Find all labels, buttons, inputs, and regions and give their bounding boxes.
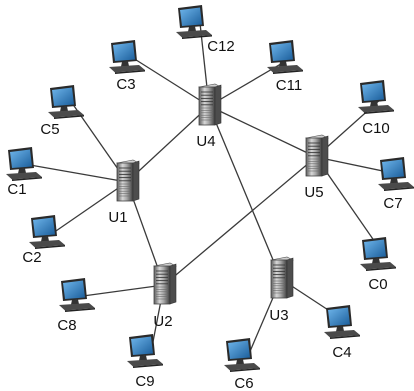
link-c8-u2	[82, 284, 165, 297]
client-label-c4: C4	[332, 344, 351, 361]
computer-icon	[176, 5, 212, 39]
server-label-u2: U2	[153, 313, 172, 330]
client-node-c4	[324, 305, 360, 339]
link-c11-u4	[208, 57, 292, 107]
server-label-u5: U5	[304, 184, 323, 201]
server-tower-icon	[116, 159, 140, 202]
client-node-c11	[267, 40, 303, 74]
server-node-u2	[153, 262, 177, 305]
client-node-c10	[358, 80, 394, 114]
server-node-u4	[198, 83, 222, 126]
client-node-c7	[378, 157, 414, 191]
client-node-c3	[109, 40, 145, 74]
client-node-c9	[127, 334, 163, 368]
computer-icon	[59, 278, 95, 312]
server-node-u1	[116, 159, 140, 202]
computer-icon	[127, 334, 163, 368]
client-label-c5: C5	[40, 121, 59, 138]
server-tower-icon	[153, 262, 177, 305]
computer-icon	[378, 157, 414, 191]
link-u2-u5	[163, 156, 317, 286]
client-label-c3: C3	[116, 76, 135, 93]
link-c3-u4	[132, 57, 210, 107]
client-node-c0	[360, 237, 396, 271]
client-label-c9: C9	[135, 373, 154, 390]
computer-icon	[358, 80, 394, 114]
link-c2-u1	[52, 181, 128, 234]
client-label-c10: C10	[362, 120, 390, 137]
computer-icon	[6, 147, 42, 181]
client-label-c8: C8	[57, 317, 76, 334]
computer-icon	[324, 305, 360, 339]
server-node-u3	[270, 256, 294, 299]
link-u4-u3	[208, 105, 282, 280]
client-label-c2: C2	[22, 249, 41, 266]
server-tower-icon	[270, 256, 294, 299]
client-node-c12	[176, 5, 212, 39]
client-label-c11: C11	[276, 77, 302, 94]
computer-icon	[48, 85, 84, 119]
client-label-c7: C7	[383, 195, 402, 212]
computer-icon	[109, 40, 145, 74]
client-label-c6: C6	[234, 375, 253, 391]
computer-icon	[267, 40, 303, 74]
client-node-c5	[48, 85, 84, 119]
client-node-c8	[59, 278, 95, 312]
link-u1-u4	[126, 105, 210, 183]
server-label-u3: U3	[269, 307, 288, 324]
computer-icon	[29, 215, 65, 249]
computer-icon	[224, 338, 260, 372]
client-node-c2	[29, 215, 65, 249]
server-node-u5	[305, 134, 329, 177]
client-label-c1: C1	[7, 181, 26, 198]
server-label-u4: U4	[196, 133, 215, 150]
link-c1-u1	[29, 164, 128, 183]
server-label-u1: U1	[108, 209, 127, 226]
client-label-c12: C12	[207, 38, 235, 55]
computer-icon	[360, 237, 396, 271]
client-label-c0: C0	[368, 276, 387, 293]
client-node-c1	[6, 147, 42, 181]
server-tower-icon	[305, 134, 329, 177]
link-u4-u5	[208, 105, 317, 158]
client-node-c6	[224, 338, 260, 372]
server-tower-icon	[198, 83, 222, 126]
